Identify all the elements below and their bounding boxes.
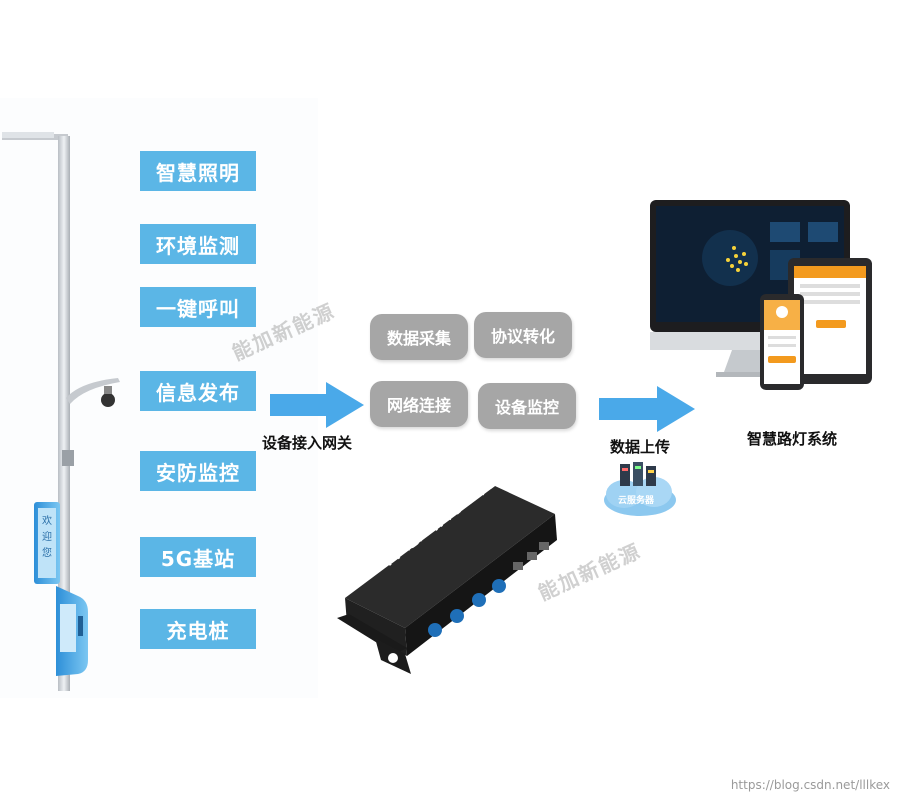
cloud-server-label: 云服务器 xyxy=(618,496,655,506)
function-protocol-conversion: 协议转化 xyxy=(474,312,572,358)
footer-url: https://blog.csdn.net/lllkex xyxy=(730,778,890,792)
gateway-label: 设备接入网关 xyxy=(262,434,353,452)
pole-sign-text: 欢 迎 您 xyxy=(38,514,56,562)
cloud-server-icon xyxy=(604,462,676,516)
gateway-device-image xyxy=(337,486,557,674)
smart-pole-illustration xyxy=(2,132,120,691)
feature-smart-lighting: 智慧照明 xyxy=(140,151,256,191)
function-data-collection: 数据采集 xyxy=(370,314,468,360)
function-device-monitoring: 设备监控 xyxy=(478,383,576,429)
pole-sign-char: 您 xyxy=(42,548,52,559)
feature-environment-monitoring: 环境监测 xyxy=(140,224,256,264)
feature-charging-pile: 充电桩 xyxy=(140,609,256,649)
function-network-connection: 网络连接 xyxy=(370,381,468,427)
feature-5g-base-station: 5G基站 xyxy=(140,537,256,577)
arrow-right-icon xyxy=(599,386,695,432)
pole-sign-char: 迎 xyxy=(42,532,52,543)
arrow-right-icon xyxy=(270,382,364,428)
feature-one-key-call: 一键呼叫 xyxy=(140,287,256,327)
system-label: 智慧路灯系统 xyxy=(747,430,838,448)
feature-info-release: 信息发布 xyxy=(140,371,256,411)
upload-label: 数据上传 xyxy=(610,438,671,456)
system-devices-image xyxy=(650,200,872,390)
feature-security-monitoring: 安防监控 xyxy=(140,451,256,491)
pole-sign-char: 欢 xyxy=(42,516,52,527)
